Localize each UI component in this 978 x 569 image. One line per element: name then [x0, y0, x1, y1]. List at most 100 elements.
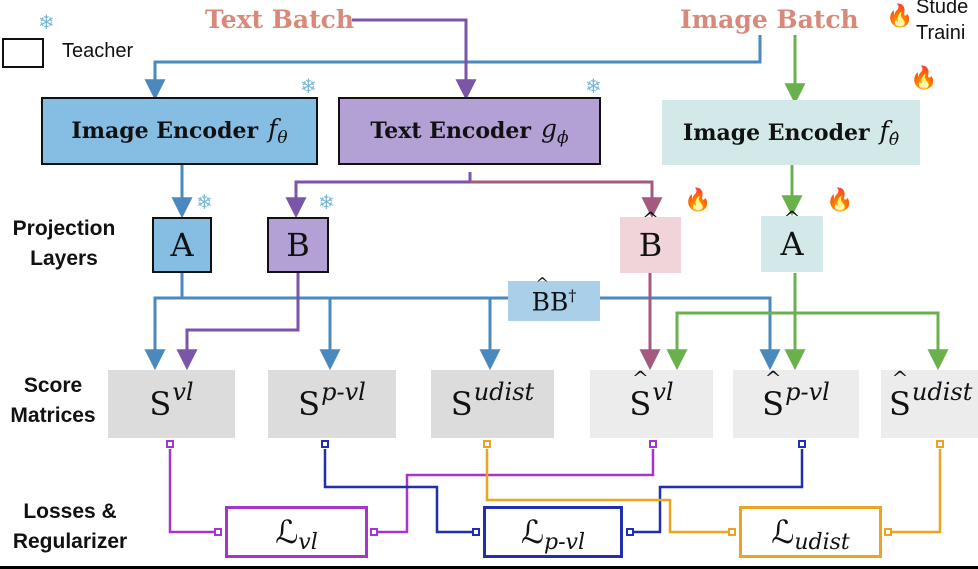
port-shat-udist-out: [936, 440, 944, 448]
teacher-legend-label: Teacher: [62, 40, 134, 62]
projection-b-hat-symbol: ^B: [638, 209, 663, 264]
loss-symbol: ℒ: [520, 513, 545, 551]
ahat-to-shat-vl-line: [666, 311, 795, 371]
hat-accent: ^: [632, 366, 649, 390]
snowflake-icon: ❄: [318, 190, 335, 214]
projection-label-line1: Projection: [12, 217, 116, 240]
projection-b-hat-letter: B: [638, 226, 663, 264]
student-image-encoder-symbol: f: [879, 115, 889, 145]
a-to-svl-line: [144, 273, 184, 371]
teacher-text-encoder-sub: ϕ: [557, 128, 569, 148]
projection-a: A: [152, 217, 212, 273]
teacher-image-encoder-label: Image Encoder: [71, 118, 259, 144]
hat-accent: ^: [764, 366, 782, 390]
projection-a-hat-symbol: ^A: [780, 208, 804, 263]
score-sup: p-vl: [321, 378, 366, 406]
student-image-encoder-label: Image Encoder: [682, 119, 870, 146]
text-enc-to-b-line: [285, 172, 472, 219]
score-base: S: [298, 385, 321, 423]
teacher-image-encoder-sub: θ: [277, 128, 288, 148]
projection-layers-label: Projection Layers: [0, 214, 128, 274]
student-legend-label: Stude Traini: [916, 0, 968, 46]
teacher-image-encoder-symbol: f: [268, 114, 278, 143]
hat-accent: ^: [783, 206, 801, 230]
projection-b-hat: ^B: [620, 209, 681, 273]
student-legend-line2: Traini: [916, 22, 966, 44]
loss-udist-wire-left: [485, 449, 733, 534]
flame-icon: 🔥: [910, 66, 938, 91]
snowflake-icon: ❄: [585, 74, 602, 98]
teacher-image-encoder-math: fθ: [268, 114, 288, 148]
losses-label-line1: Losses &: [23, 500, 117, 523]
port-shat-vl-out: [649, 440, 657, 448]
projection-b: B: [267, 217, 329, 273]
port-loss-vl-right: [370, 528, 378, 536]
text-to-text-encoder-line: [352, 18, 477, 101]
score-label-line1: Score: [23, 374, 83, 397]
loss-pvl-wire-left: [323, 449, 478, 534]
loss-symbol: ℒ: [275, 513, 299, 551]
flame-icon: 🔥: [684, 188, 712, 213]
port-loss-vl-left: [214, 528, 222, 536]
teacher-text-encoder: Text Encoder gϕ: [338, 97, 601, 165]
score-label-line2: Matrices: [10, 404, 96, 427]
snowflake-icon: ❄: [300, 74, 317, 98]
port-loss-udist-left: [728, 528, 736, 536]
image-batch-label: Image Batch: [680, 5, 859, 34]
loss-pvl-wire-right: [630, 449, 804, 534]
hat-accent: ^: [535, 273, 550, 293]
hat-accent: ^: [891, 366, 909, 390]
projection-label-line2: Layers: [30, 247, 98, 270]
loss-sub: vl: [298, 529, 318, 555]
student-image-encoder: Image Encoder fθ̂: [662, 100, 920, 165]
loss-vl-wire-left: [168, 449, 218, 534]
score-base: S: [762, 385, 785, 423]
teacher-text-encoder-symbol: g: [540, 114, 557, 143]
student-legend-line1: Stude: [916, 0, 969, 18]
port-loss-pvl-right: [626, 528, 634, 536]
bb-dagger-box: ^BB†: [508, 274, 600, 321]
ahat-to-shat-udist-line: [795, 311, 949, 371]
projection-a-hat-letter: A: [780, 225, 804, 263]
teacher-text-encoder-math: gϕ: [541, 114, 569, 148]
dagger-symbol: †: [568, 285, 577, 305]
a-to-spvl-line: [182, 296, 781, 371]
loss-symbol: ℒ: [771, 513, 795, 551]
score-base: S: [889, 385, 911, 423]
teacher-text-encoder-label: Text Encoder: [370, 118, 531, 144]
loss-udist-wire-right: [888, 449, 942, 534]
score-matrices-label: Score Matrices: [0, 371, 106, 431]
flame-icon: 🔥: [826, 188, 854, 213]
score-sup: udist: [911, 378, 973, 406]
score-base: S: [629, 385, 652, 423]
losses-label-line2: Regularizer: [12, 530, 128, 553]
score-base: S: [149, 385, 172, 423]
student-image-encoder-sub: θ̂: [888, 129, 900, 150]
hat-accent: ^: [642, 207, 659, 231]
score-hat-base: ^S: [629, 368, 652, 423]
text-batch-label: Text Batch: [205, 5, 355, 34]
flame-icon: 🔥: [886, 4, 914, 29]
teacher-image-encoder: Image Encoder fθ: [41, 97, 318, 165]
loss-sub: p-vl: [544, 529, 586, 555]
port-loss-udist-right: [884, 528, 892, 536]
score-sup: udist: [473, 378, 535, 406]
bb-dagger-letters: BB: [531, 287, 569, 317]
score-hat-base: ^S: [762, 368, 785, 423]
port-sudist-out: [483, 440, 491, 448]
score-sup: vl: [652, 378, 674, 406]
bb-dagger-symbol: ^BB†: [531, 274, 577, 317]
loss-vl-wire-right: [375, 449, 655, 534]
text-enc-to-bhat-line: [470, 180, 663, 219]
teacher-legend-box: [2, 38, 44, 68]
score-sup: p-vl: [785, 378, 830, 406]
